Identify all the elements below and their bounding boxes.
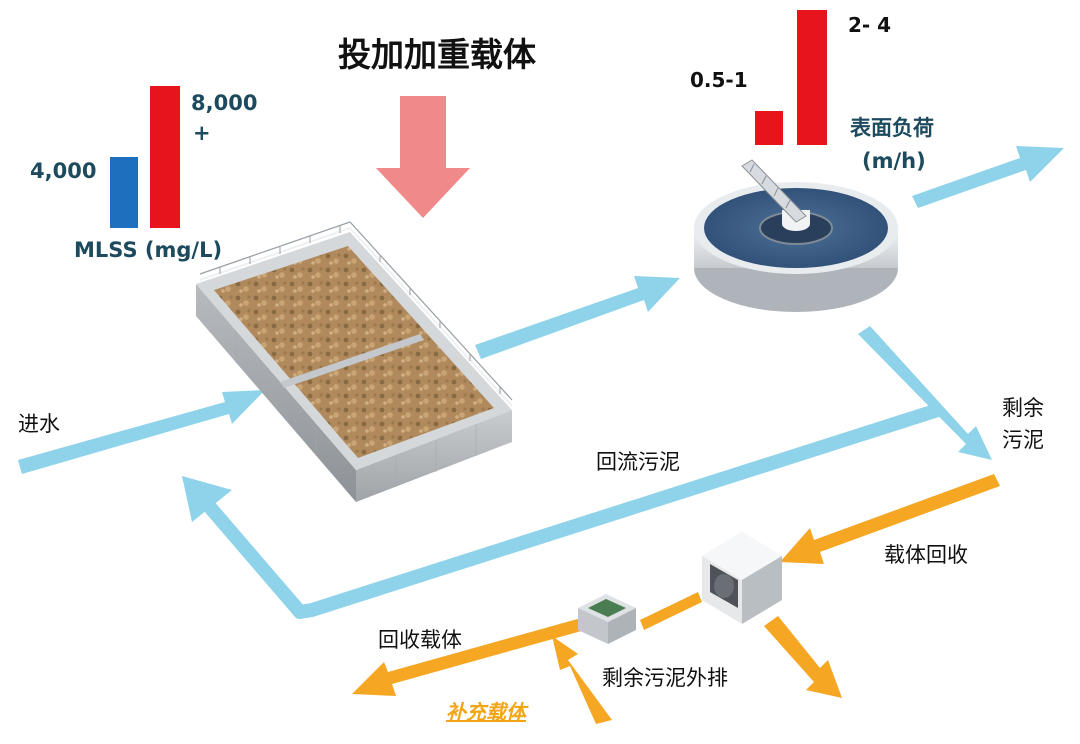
tank-to-clarifier-arrow [475, 276, 680, 359]
clarifier-icon [694, 159, 898, 312]
mlss-low-label: 4,000 [30, 159, 97, 183]
mlss-bar-high [150, 86, 180, 228]
supplement-carrier-arrow [552, 636, 612, 724]
inlet-label: 进水 [18, 412, 60, 436]
surface-load-bar-low [755, 111, 783, 145]
sludge-discharge-arrow [764, 616, 842, 698]
excess-sludge-discharge-label: 剩余污泥外排 [602, 666, 728, 690]
recovered-carrier-arrow [352, 618, 585, 696]
mlss-bar-low [110, 157, 138, 228]
return-sludge-label: 回流污泥 [596, 450, 680, 474]
carrier-recovery-label: 载体回收 [884, 543, 968, 567]
inlet-arrow [18, 390, 265, 474]
dosing-arrow [376, 96, 470, 218]
surface-load-low-label: 0.5-1 [690, 68, 748, 92]
sludge-draw-arrow [858, 326, 992, 460]
surface-load-high-label: 2- 4 [848, 13, 892, 37]
drum-separator-icon [702, 532, 782, 624]
return-sludge-arrowhead [182, 476, 232, 522]
carrier-recovery-arrow [780, 474, 1000, 564]
separator-to-box-line [640, 592, 702, 630]
excess-sludge-label-line1: 剩余 [1002, 396, 1044, 420]
surface-load-bar-high [797, 10, 827, 145]
carrier-flow-arrows [352, 474, 1000, 724]
surface-load-label: 表面负荷 [850, 116, 934, 140]
water-flow-arrows [18, 146, 1064, 619]
dosing-box-icon [578, 594, 636, 644]
excess-sludge-label-line2: 污泥 [1002, 428, 1044, 452]
recovered-carrier-label: 回收载体 [378, 628, 462, 652]
mlss-high-suffix: + [193, 121, 211, 145]
mlss-bars [110, 86, 180, 228]
mlss-high-label: 8,000 [191, 91, 258, 115]
aeration-tank-icon [196, 221, 513, 502]
return-sludge-line [196, 403, 941, 619]
surface-load-bars [755, 10, 827, 145]
supplement-carrier-label: 补充载体 [446, 700, 526, 724]
surface-load-unit: (m/h) [862, 149, 926, 173]
page-title: 投加加重载体 [338, 35, 536, 74]
effluent-arrow [912, 146, 1064, 208]
mlss-axis-label: MLSS (mg/L) [74, 238, 223, 262]
